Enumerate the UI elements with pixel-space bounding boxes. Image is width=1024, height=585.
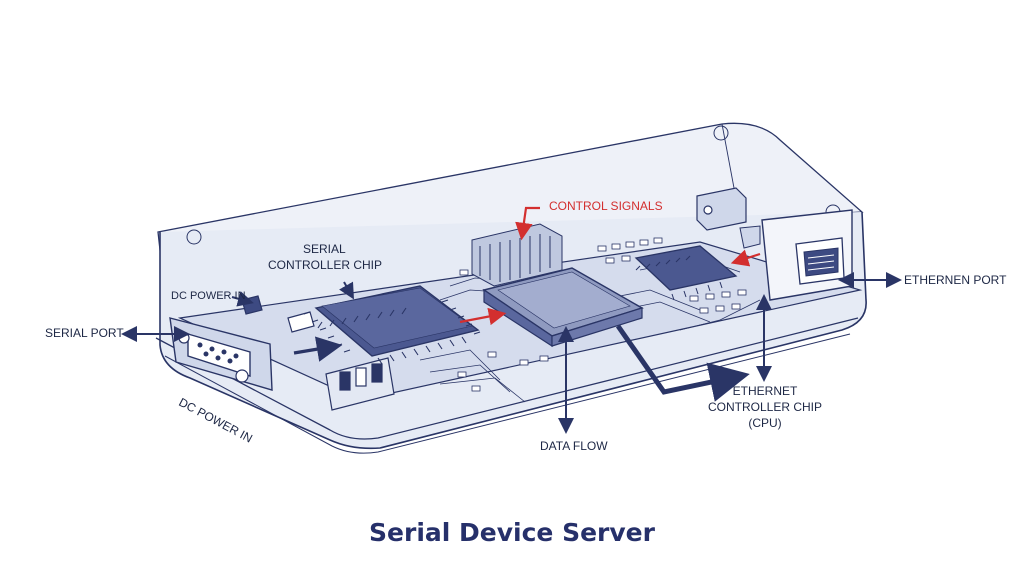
ethernet-chip-label-line1: ETHERNET [732, 384, 798, 398]
enclosure-base [155, 317, 859, 440]
ethernet-chip-label-line3: (CPU) [748, 416, 782, 430]
serial-controller-chip [303, 285, 481, 365]
control-signals-arrow [515, 206, 540, 241]
cpu-bent-arrow [615, 324, 750, 402]
dc-power-pointer [231, 291, 254, 307]
serial-port-label: SERIAL PORT [45, 326, 124, 340]
red-flow-arrows [459, 206, 761, 326]
top-component [696, 187, 747, 231]
red-arrow-ethernet-to-cpu [730, 249, 761, 267]
enclosure-base-edge [164, 333, 851, 454]
dc-power-top-label: DC POWER IN [171, 290, 246, 302]
serial-to-chip-arrow [293, 336, 343, 362]
smd-components [457, 237, 747, 392]
serial-controller-label-line2: CONTROLLER CHIP [268, 258, 383, 272]
diagram-title: Serial Device Server [369, 518, 655, 547]
ethernet-controller-chip [634, 245, 738, 301]
cpu-chip [482, 267, 644, 348]
data-flow-label: DATA FLOW [540, 439, 608, 453]
serial-controller-label-line1: SERIAL [303, 242, 346, 256]
serial-chip-pointer [339, 281, 354, 300]
serial-port-connector [169, 317, 273, 391]
dip-switch-block [325, 357, 395, 411]
red-arrow-serial-to-cpu [459, 307, 507, 326]
ethernet-port-label: ETHERNEN PORT [904, 273, 1007, 287]
ethernet-chip-label-line2: CONTROLLER CHIP [707, 400, 823, 414]
navy-arrows [121, 272, 902, 434]
screw-hole-left [186, 229, 202, 245]
screw-hole-top [713, 125, 729, 141]
control-signals-label: CONTROL SIGNALS [549, 199, 663, 213]
